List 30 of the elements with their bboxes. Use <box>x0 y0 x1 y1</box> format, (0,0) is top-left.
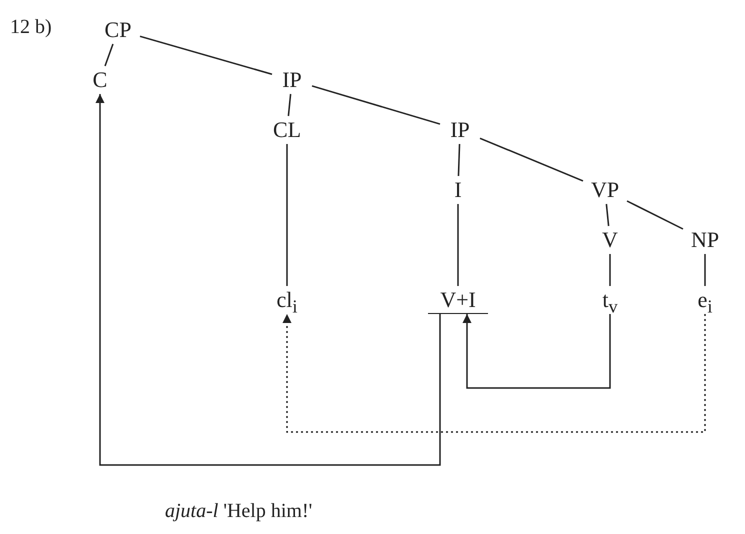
tree-branch-line <box>704 254 706 286</box>
movement-arrow <box>96 94 441 466</box>
example-number: 12 b) <box>10 16 52 39</box>
movement-arrow <box>282 314 706 433</box>
tree-node-label: I <box>446 176 470 204</box>
tree-node-label: C <box>85 66 115 94</box>
tree-node-label: t$_{v}$ <box>595 286 625 314</box>
tree-node-label: V <box>595 226 625 254</box>
tree-branch-line <box>288 94 292 116</box>
tree-branch-line <box>609 254 611 286</box>
tree-node-label: IP <box>440 116 480 144</box>
tree-branch-line <box>312 85 440 125</box>
tree-node-label: V+I <box>428 286 488 314</box>
tree-node-label: e$_{i}$ <box>690 286 720 314</box>
tree-branch-line <box>606 204 610 226</box>
tree-branch-line <box>458 144 460 176</box>
tree-node-label: CP <box>96 16 140 44</box>
tree-branch-line <box>457 204 459 286</box>
movement-arrow <box>462 314 611 389</box>
tree-node-label: CL <box>265 116 309 144</box>
tree-branch-line <box>286 144 288 286</box>
tree-node-label: VP <box>583 176 627 204</box>
tree-branch-line <box>140 36 272 75</box>
tree-node-label: cl$_{i}$ <box>269 286 305 314</box>
tree-node-label: NP <box>683 226 727 254</box>
gloss-caption: ajuta-l 'Help him!' <box>165 500 312 523</box>
tree-branch-line <box>626 200 684 230</box>
tree-node-label: IP <box>272 66 312 94</box>
tree-branch-line <box>480 138 584 182</box>
tree-branch-line <box>104 44 114 66</box>
